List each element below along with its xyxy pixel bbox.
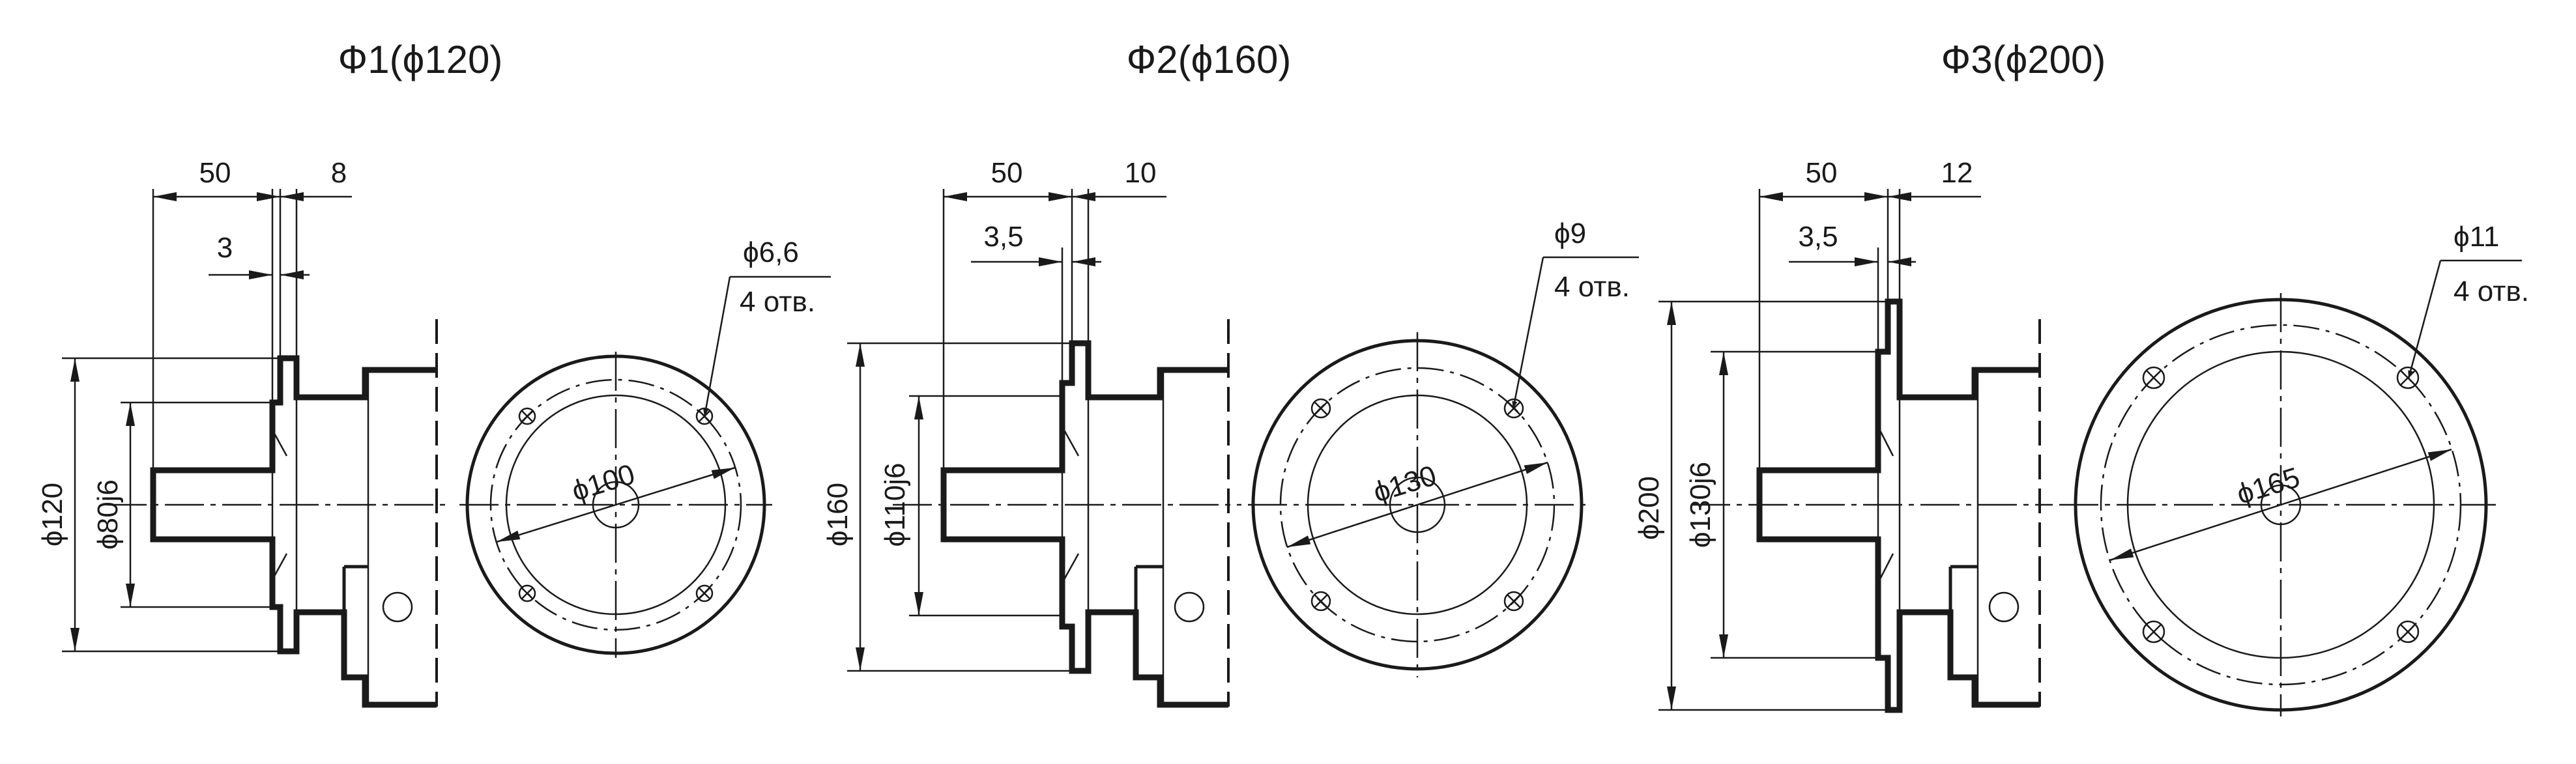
flange-2-shaft-diameter: ϕ110j6 bbox=[879, 462, 911, 546]
flange-3-hole-count: 4 отв. bbox=[2453, 276, 2529, 307]
flange-1: Ф1(ϕ120) bbox=[36, 38, 831, 708]
flange-2-flange-width: 10 bbox=[1125, 157, 1157, 189]
flange-1-pcd: ϕ100 bbox=[568, 458, 639, 507]
flange-1-hole-count: 4 отв. bbox=[740, 286, 815, 318]
flange-1-shaft-length: 50 bbox=[199, 157, 231, 189]
flange-3-side-view: 50 12 3,5 ϕ200 ϕ130j6 bbox=[1633, 157, 2053, 713]
flange-3-pcd: ϕ165 bbox=[2233, 461, 2304, 511]
flange-2: Ф2(ϕ160) 50 bbox=[822, 38, 1639, 708]
flange-3-front-view: ϕ165 ϕ11 4 отв. bbox=[2059, 221, 2529, 716]
flange-3-hole-diameter: ϕ11 bbox=[2453, 221, 2499, 253]
flange-3-flange-width: 12 bbox=[1941, 157, 1973, 189]
flange-2-hole-diameter: ϕ9 bbox=[1554, 218, 1586, 249]
flange-3-shaft-length: 50 bbox=[1806, 157, 1838, 189]
flange-2-outer-diameter: ϕ160 bbox=[822, 483, 854, 546]
flange-1-shaft-diameter: ϕ80j6 bbox=[92, 479, 124, 550]
flange-1-hole-diameter: ϕ6,6 bbox=[743, 236, 799, 268]
flange-1-title: Ф1(ϕ120) bbox=[338, 38, 503, 81]
flange-1-outer-diameter: ϕ120 bbox=[36, 483, 68, 546]
flange-2-side-view: 50 10 3,5 ϕ160 ϕ110j6 bbox=[822, 157, 1241, 708]
flange-1-spigot-depth: 3 bbox=[217, 232, 233, 264]
flange-1-front-view: ϕ100 ϕ6,6 4 отв. bbox=[459, 236, 831, 658]
flange-2-hole-count: 4 отв. bbox=[1554, 271, 1630, 303]
flange-1-side-view: 50 8 3 ϕ120 ϕ80j6 bbox=[36, 157, 450, 708]
flange-3: Ф3(ϕ200) 50 bbox=[1633, 38, 2529, 716]
flange-3-shaft-diameter: ϕ130j6 bbox=[1685, 462, 1716, 548]
flange-1-flange-width: 8 bbox=[331, 157, 347, 189]
flange-3-outer-diameter: ϕ200 bbox=[1633, 476, 1665, 540]
flange-2-title: Ф2(ϕ160) bbox=[1127, 38, 1292, 81]
flange-3-title: Ф3(ϕ200) bbox=[1941, 38, 2106, 81]
flange-2-spigot-depth: 3,5 bbox=[983, 221, 1023, 253]
flange-2-front-view: ϕ130 ϕ9 4 отв. bbox=[1248, 218, 1639, 677]
flange-3-spigot-depth: 3,5 bbox=[1798, 221, 1838, 253]
flange-2-shaft-length: 50 bbox=[991, 157, 1023, 189]
